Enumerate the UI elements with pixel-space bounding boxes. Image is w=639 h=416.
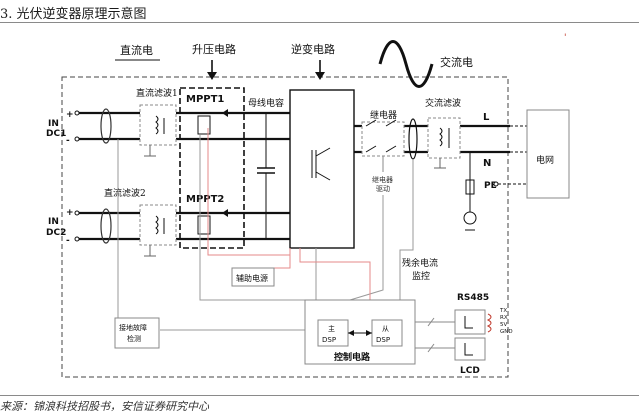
lcd-label: LCD (460, 366, 480, 376)
rs485-connector-icon (464, 316, 473, 329)
ground-fault-box (114, 317, 160, 349)
terminal-l-label: L (483, 112, 490, 123)
mppt1-label: MPPT1 (186, 94, 224, 105)
residual-current-label-1: 残余电流 (402, 257, 438, 269)
residual-current-label-2: 监控 (412, 270, 430, 282)
dc-filter-1-box (139, 104, 177, 146)
label-ac-power: 交流电 (440, 55, 473, 69)
rs485-pin-gnd: GND (500, 329, 513, 335)
label-boost-circuit: 升压电路 (192, 43, 236, 56)
dc1-plus-label: + (66, 110, 74, 120)
ground-fault-label-2: 检测 (127, 334, 141, 343)
slave-dsp-label-1: 从 (382, 325, 389, 333)
terminal-pe-label: PE (484, 181, 497, 191)
relay-contact-3 (365, 145, 377, 153)
dc1-minus-terminal (74, 136, 80, 142)
title-divider (0, 22, 639, 23)
inverter-igbt-collector (315, 147, 331, 157)
signal-red-1 (207, 128, 290, 256)
relay-drive-label-1: 继电器 (372, 175, 393, 184)
bus-capacitor-label: 母线电容 (248, 97, 284, 109)
rs485-pin-rx: RX (500, 315, 508, 321)
dc2-plus-label: + (66, 208, 74, 218)
grid-label: 电网 (536, 154, 554, 166)
bus-tick-2 (427, 343, 435, 353)
source-note: 来源：锦浪科技招股书，安信证券研究中心 (0, 400, 209, 413)
dc1-cm-choke (100, 108, 112, 144)
inverter-enclosure (61, 76, 509, 378)
arrow-inverter-head (315, 72, 325, 80)
control-circuit-label: 控制电路 (334, 351, 371, 363)
relay-label: 继电器 (370, 109, 397, 121)
aux-power-box (231, 267, 275, 287)
rs485-label: RS485 (457, 293, 489, 303)
signal-red-3 (299, 248, 371, 300)
figure-title: 3. 光伏逆变器原理示意图 (0, 7, 147, 22)
lcd-connector-icon (464, 343, 473, 356)
mppt1-diode-icon (222, 109, 228, 117)
inverter-bridge-box (289, 89, 355, 249)
source-divider (0, 395, 639, 396)
dc1-in-label: IN (48, 119, 59, 129)
mppt2-diode-icon (222, 209, 228, 217)
dc-filter-2-label: 直流滤波2 (104, 187, 146, 199)
accent-mark: ' (564, 33, 566, 43)
dc-filter-1-inductor (155, 115, 159, 135)
sine-wave-icon (378, 40, 434, 88)
relay-contact-2 (385, 119, 397, 127)
ac-filter-label: 交流滤波 (425, 97, 461, 109)
dc2-cm-choke (100, 208, 112, 244)
mppt2-label: MPPT2 (186, 194, 224, 205)
dc2-minus-label: - (66, 236, 70, 246)
label-dc-power: 直流电 (120, 43, 153, 57)
relay-drive-label-2: 驱动 (376, 184, 390, 193)
lcd-box (454, 337, 486, 361)
label-inverter-circuit: 逆变电路 (291, 42, 335, 56)
ground-fault-label-1: 接地故障 (119, 323, 147, 332)
ac-filter-inductor (439, 127, 443, 147)
inverter-igbt-emitter (315, 171, 331, 181)
dc2-label: DC2 (46, 228, 66, 238)
dc-filter-1-label: 直流滤波1 (136, 87, 178, 99)
dsp-link-arrow-left (348, 330, 354, 336)
ground-monitor-icon (463, 211, 477, 225)
slave-dsp-label-2: DSP (376, 336, 390, 344)
terminal-n-label: N (483, 158, 491, 169)
rs485-coil-icon (486, 313, 492, 333)
dsp-link-arrow-right (366, 330, 372, 336)
bus-tick-1 (427, 317, 435, 327)
dc1-label: DC1 (46, 129, 66, 139)
ac-filter-box (427, 117, 461, 159)
arrow-boost-head (207, 72, 217, 80)
slave-dsp-box (371, 319, 403, 347)
master-dsp-label-2: DSP (322, 336, 336, 344)
master-dsp-box (317, 319, 349, 347)
rs485-pin-tx: TX (499, 308, 507, 314)
rs485-pin-5v: 5V (500, 322, 507, 328)
dc2-plus-terminal (74, 210, 80, 216)
relay-contact-1 (365, 119, 377, 127)
pe-terminal (493, 181, 499, 187)
rs485-box (454, 309, 486, 335)
grid-box (526, 109, 570, 199)
signal-rcm-to-control (399, 160, 414, 300)
boost-circuit-box (179, 87, 245, 249)
dc1-plus-terminal (74, 110, 80, 116)
mppt1-switch (197, 115, 211, 135)
dc1-minus-label: - (66, 136, 70, 146)
aux-power-label: 辅助电源 (236, 273, 268, 283)
dc2-in-label: IN (48, 217, 59, 227)
relay-contact-4 (385, 145, 397, 153)
mppt2-switch (197, 215, 211, 235)
residual-current-ct (408, 118, 418, 160)
signal-relay-to-control (349, 195, 384, 301)
dc-filter-2-inductor (155, 215, 159, 235)
dc2-minus-terminal (74, 236, 80, 242)
master-dsp-label-1: 主 (328, 324, 335, 333)
signal-mppt-to-control (199, 135, 305, 301)
